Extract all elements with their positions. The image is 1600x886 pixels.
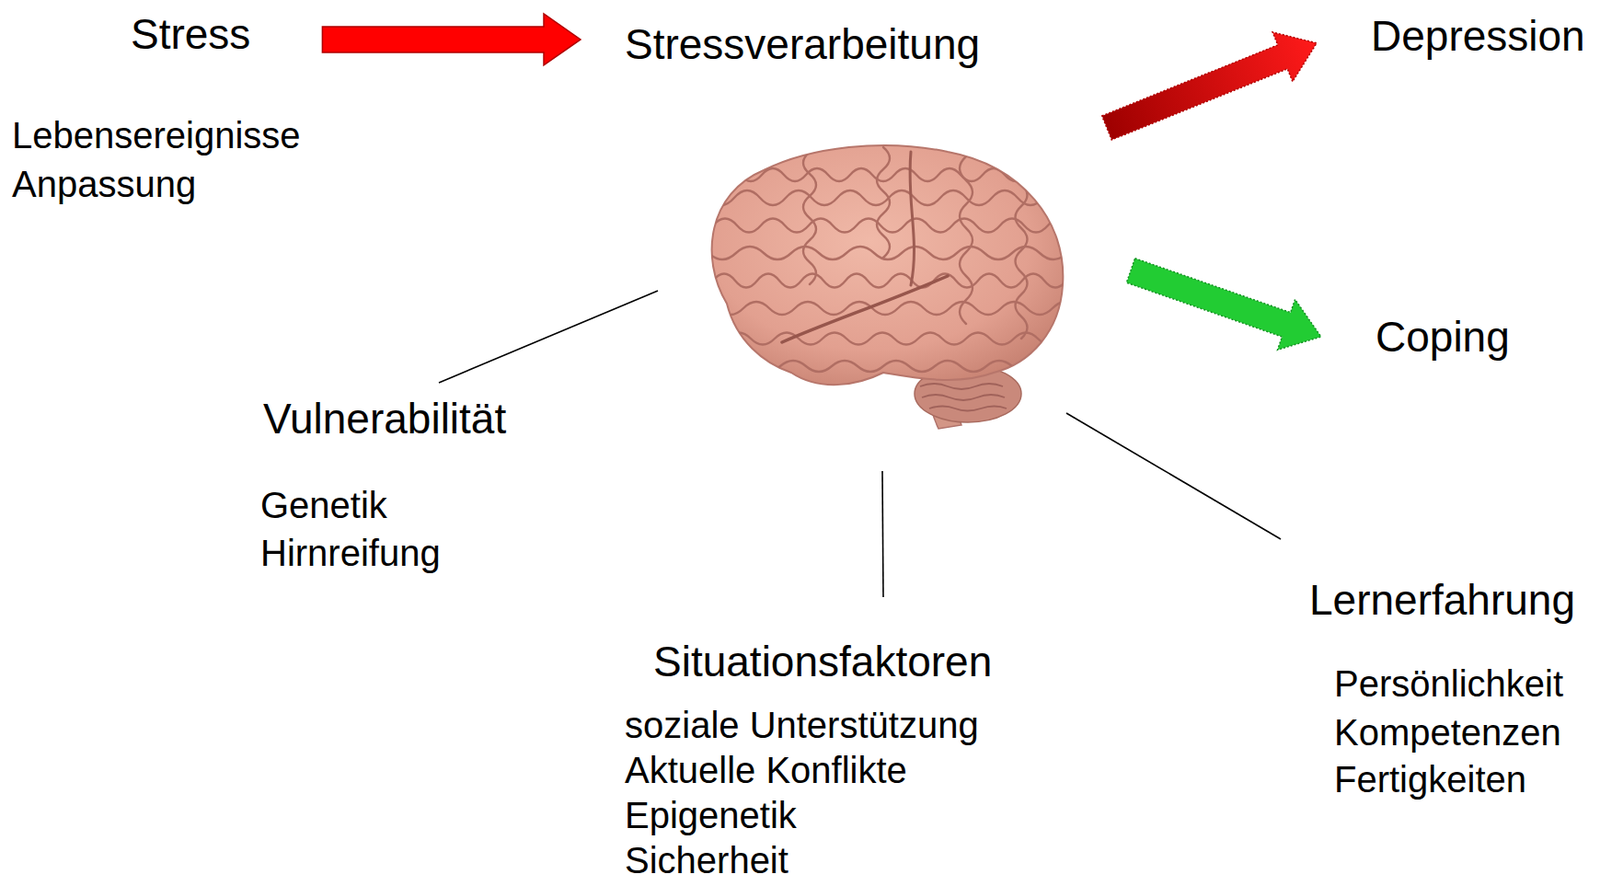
outcome-label: Depression	[1370, 11, 1586, 61]
gyrus	[1015, 184, 1028, 339]
gyrus	[876, 147, 890, 258]
gyrus	[754, 360, 1038, 372]
depression-arrow	[1096, 18, 1327, 153]
stage-text-node: Stress	[130, 10, 251, 59]
gyrus	[713, 274, 1067, 288]
gyri	[708, 147, 1079, 372]
stage-title: Stress	[130, 10, 251, 59]
factor-item: Epigenetik	[624, 794, 797, 837]
flow-arrow	[322, 13, 581, 66]
cerebellum-folds	[920, 383, 1007, 412]
factor-heading: Lernerfahrung	[1309, 575, 1576, 625]
event-item: Lebensereignisse	[11, 114, 301, 157]
leader-line	[882, 471, 884, 598]
factor-item: soziale Unterstützung	[624, 703, 979, 747]
central-sulcus	[909, 151, 915, 286]
stage-title: Stressverarbeitung	[624, 20, 980, 70]
stage-text-node: Stressverarbeitung	[624, 20, 980, 70]
factor-item: Genetik	[260, 483, 388, 527]
coping-arrow	[1121, 245, 1330, 363]
leader-line	[1066, 413, 1281, 540]
factor-item: Hirnreifung	[260, 531, 441, 575]
factor-heading: Vulnerabilität	[263, 394, 507, 444]
sylvian-fissure	[782, 276, 948, 343]
leader-line	[438, 290, 658, 383]
event-item: Anpassung	[11, 162, 196, 206]
factor-item: Sicherheit	[624, 839, 789, 882]
gyrus	[959, 156, 973, 324]
factor-item: Kompetenzen	[1334, 711, 1562, 754]
factor-item: Fertigkeiten	[1334, 758, 1527, 801]
brain-illustration	[708, 145, 1079, 429]
factor-item: Aktuelle Konflikte	[624, 748, 908, 792]
factor-item: Persönlichkeit	[1334, 662, 1564, 705]
gyrus	[717, 301, 1079, 315]
gyrus	[803, 151, 817, 285]
outcome-label: Coping	[1375, 312, 1510, 362]
factor-heading: Situationsfaktoren	[653, 637, 992, 687]
cerebrum	[712, 145, 1064, 385]
gyrus	[726, 333, 1062, 346]
